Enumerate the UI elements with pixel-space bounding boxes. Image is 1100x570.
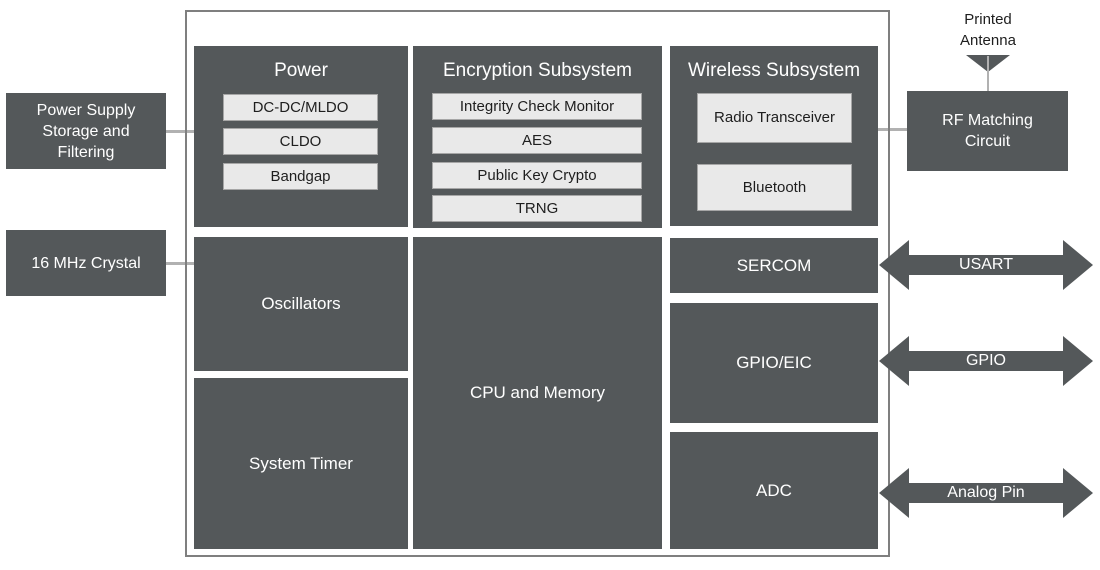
cpu-memory-block: CPU and Memory bbox=[413, 237, 662, 549]
trng-label: TRNG bbox=[515, 199, 559, 217]
adc-block: ADC bbox=[670, 432, 878, 549]
rf-matching-circuit-label: RF Matching Circuit bbox=[942, 112, 1033, 150]
cldo-box: CLDO bbox=[223, 128, 378, 155]
radio-transceiver-box: Radio Transceiver bbox=[697, 93, 852, 143]
integrity-check-monitor-label: Integrity Check Monitor bbox=[459, 97, 615, 115]
integrity-check-monitor-box: Integrity Check Monitor bbox=[432, 93, 642, 120]
antenna-stem-line bbox=[987, 56, 989, 91]
arrow-right-head-icon bbox=[1063, 336, 1093, 386]
bandgap-box: Bandgap bbox=[223, 163, 378, 190]
aes-label: AES bbox=[521, 131, 552, 149]
sercom-block: SERCOM bbox=[670, 238, 878, 293]
public-key-crypto-label: Public Key Crypto bbox=[477, 166, 597, 184]
power-supply-block: Power Supply Storage and Filtering bbox=[6, 93, 166, 169]
wireless-subsystem-title: Wireless Subsystem bbox=[687, 60, 861, 81]
power-supply-connector-line bbox=[166, 130, 194, 133]
rf-matching-circuit-block: RF Matching Circuit bbox=[907, 91, 1068, 171]
usart-arrow: USART bbox=[879, 240, 1093, 290]
crystal-label: 16 MHz Crystal bbox=[31, 254, 141, 272]
trng-box: TRNG bbox=[432, 195, 642, 222]
gpio-eic-label: GPIO/EIC bbox=[736, 353, 812, 372]
oscillators-label: Oscillators bbox=[261, 294, 341, 313]
radio-transceiver-label: Radio Transceiver bbox=[714, 109, 835, 126]
printed-antenna-label: Printed Antenna bbox=[960, 11, 1016, 49]
encryption-subsystem-title: Encryption Subsystem bbox=[442, 60, 633, 81]
gpio-eic-block: GPIO/EIC bbox=[670, 303, 878, 423]
power-title: Power bbox=[274, 60, 328, 81]
encryption-subsystem-block: Encryption Subsystem Integrity Check Mon… bbox=[413, 46, 662, 228]
sercom-label: SERCOM bbox=[736, 255, 812, 275]
crystal-connector-line bbox=[166, 262, 194, 265]
bluetooth-box: Bluetooth bbox=[697, 164, 852, 211]
arrow-left-head-icon bbox=[879, 468, 909, 518]
dcdc-mldo-label: DC-DC/MLDO bbox=[252, 98, 349, 116]
system-timer-label: System Timer bbox=[249, 453, 353, 473]
public-key-crypto-box: Public Key Crypto bbox=[432, 162, 642, 189]
cldo-label: CLDO bbox=[279, 132, 322, 150]
aes-box: AES bbox=[432, 127, 642, 154]
wireless-subsystem-block: Wireless Subsystem Radio Transceiver Blu… bbox=[670, 46, 878, 226]
oscillators-block: Oscillators bbox=[194, 237, 408, 371]
arrow-left-head-icon bbox=[879, 240, 909, 290]
arrow-left-head-icon bbox=[879, 336, 909, 386]
arrow-shaft bbox=[907, 351, 1065, 371]
system-timer-block: System Timer bbox=[194, 378, 408, 549]
power-block: Power DC-DC/MLDO CLDO Bandgap bbox=[194, 46, 408, 227]
cpu-memory-label: CPU and Memory bbox=[469, 383, 606, 402]
bluetooth-label: Bluetooth bbox=[742, 178, 807, 196]
arrow-shaft bbox=[907, 483, 1065, 503]
dcdc-mldo-box: DC-DC/MLDO bbox=[223, 94, 378, 121]
arrow-right-head-icon bbox=[1063, 468, 1093, 518]
analog-pin-arrow: Analog Pin bbox=[879, 468, 1093, 518]
crystal-block: 16 MHz Crystal bbox=[6, 230, 166, 296]
arrow-right-head-icon bbox=[1063, 240, 1093, 290]
gpio-arrow: GPIO bbox=[879, 336, 1093, 386]
power-supply-label: Power Supply Storage and Filtering bbox=[36, 101, 136, 161]
bandgap-label: Bandgap bbox=[270, 167, 331, 185]
analog-pin-arrow-label: Analog Pin bbox=[947, 484, 1025, 501]
usart-arrow-label: USART bbox=[959, 256, 1013, 273]
arrow-shaft bbox=[907, 255, 1065, 275]
gpio-arrow-label: GPIO bbox=[965, 352, 1006, 369]
adc-label: ADC bbox=[756, 480, 792, 500]
rf-connector-line bbox=[878, 128, 907, 131]
